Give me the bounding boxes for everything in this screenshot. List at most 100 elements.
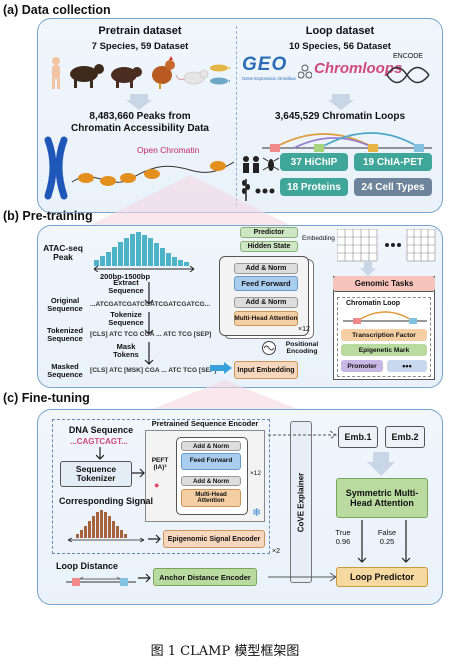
pretrain-peaks: 8,483,660 Peaks from (89, 111, 191, 122)
input-embedding-box: Input Embedding (234, 361, 298, 379)
chromloops-logo: Chromloops (314, 60, 403, 77)
loop-distance-icon (66, 576, 136, 586)
dna-label: DNA Sequence (68, 425, 134, 435)
geo-logo-text: GEO (242, 54, 288, 75)
loop-title: Loop dataset (305, 25, 375, 37)
ft-add-norm-top: Add & Norm (181, 441, 241, 451)
ft-feed-forward-box: Feed Forward (181, 453, 241, 470)
sequence-tokenizer-box: Sequence Tokenizer (60, 461, 132, 487)
chicken-icon (152, 56, 175, 89)
cove-explainer-box: CoVE Explainer (290, 421, 312, 583)
chromosome-illustration (44, 136, 235, 200)
encode-logo-text: ENCODE (393, 53, 423, 60)
pretrain-title: Pretrain dataset (98, 25, 182, 37)
masked-label: Masked Sequence (47, 362, 83, 379)
task-more: ••• (387, 360, 427, 372)
loop-distance-label: Loop Distance (56, 561, 119, 571)
ellipsis-icon (255, 188, 275, 194)
pretrain-peaks-line2: Chromatin Accessibility Data (70, 123, 209, 134)
atac-peak-histogram (94, 232, 189, 266)
ft-multi-head-attention-box: Multi-Head Attention (181, 489, 241, 507)
geo-logo: GEO Gene Expression Omnibus (242, 54, 298, 81)
atac-label: ATAC-seq Peak (43, 243, 83, 262)
molecule-icon (298, 64, 312, 79)
true-label: True (335, 528, 351, 537)
multi-head-attention-box: Multi-Head Attention (234, 311, 298, 326)
histogram-bars (94, 232, 189, 266)
original-label: Original Sequence (47, 296, 83, 313)
panel-divider (236, 26, 237, 206)
tokenized-sequence: [CLS] ATC TCG CGA ... ATC TCG [SEP] (90, 331, 212, 338)
add-norm-top: Add & Norm (234, 263, 298, 274)
stat-hichip: 37 HiChIP (280, 153, 348, 171)
chromatin-loop-icon (343, 311, 427, 324)
loop-predictor-box: Loop Predictor (336, 567, 428, 587)
geo-logo-subtitle: Gene Expression Omnibus (242, 76, 296, 81)
predictor-box: Predictor (240, 227, 298, 238)
task-promoter: Promoter (341, 360, 383, 372)
task-transcription-factor: Transcription Factor (341, 329, 427, 341)
false-label: False (377, 528, 397, 537)
matrix-ellipsis (385, 243, 401, 247)
tokenize-label: Tokenize Sequence (108, 310, 144, 327)
signal-to-encoder-arrow (148, 534, 161, 544)
false-value: 0.25 (379, 537, 395, 546)
loop-arcs-illustration (262, 132, 432, 152)
stat-proteins: 18 Proteins (280, 178, 348, 196)
prediction-arrows (357, 520, 411, 563)
emb1-box: Emb.1 (338, 426, 378, 448)
extract-label: Extract Sequence (108, 278, 144, 295)
cattle-icon (70, 64, 104, 88)
to-tasks-arrow (360, 262, 376, 276)
distance-to-encoder-arrow (138, 573, 151, 583)
snowflake-icon: ❄ (252, 507, 262, 519)
zoom-cone-b-c (150, 380, 300, 410)
open-chromatin-label: Open Chromatin (137, 145, 200, 155)
flame-icon: ● (154, 480, 160, 490)
to-attention-arrow (367, 452, 395, 476)
signal-bars (76, 510, 127, 538)
pretrain-subtitle: 7 Species, 59 Dataset (91, 41, 189, 52)
bp-range-arrow (93, 266, 195, 272)
ft-add-norm-bottom: Add & Norm (181, 476, 241, 486)
encode-helix-icon (386, 66, 430, 84)
encoder-repeat-label: ×12 (298, 326, 310, 333)
explainer-connectors (268, 430, 337, 582)
human-icon (52, 57, 60, 89)
embedding-matrix (337, 229, 436, 262)
zoom-cone-a-b (90, 175, 290, 225)
symmetric-attention-box: Symmetric Multi-Head Attention (336, 478, 428, 518)
task-epigenetic-mark: Epigenetic Mark (341, 344, 427, 356)
hidden-state-box: Hidden State (240, 241, 298, 252)
to-input-arrow (210, 362, 232, 374)
epigenomic-encoder-box: Epigenomic Signal Encoder (163, 530, 265, 548)
bp-range-label: 200bp-1500bp (100, 272, 151, 281)
original-sequence: ...ATCGATCGATCGATCGATCGATCG... (90, 301, 211, 308)
fish-icon (210, 64, 230, 85)
mouse-icon (175, 69, 209, 85)
figure-caption: 图 1 CLAMP 模型框架图 (150, 644, 300, 659)
add-norm-bottom: Add & Norm (234, 297, 298, 308)
encode-logo: ENCODE (385, 53, 431, 93)
tokenized-label: Tokenized Sequence (46, 326, 84, 343)
true-value: 0.96 (335, 537, 351, 546)
peft-label: PEFT (IA)³ (151, 457, 169, 471)
tokenizer-to-peft-arrow (132, 468, 145, 478)
masked-sequence: [CLS] ATC [MSK] CGA ... ATC TCG [SEP] (90, 367, 217, 374)
positional-encoding-label: Positional Encoding (285, 341, 319, 356)
task-chromatin-loop: Chromatin Loop (346, 300, 401, 307)
pig-icon (111, 67, 142, 88)
loops-count: 3,645,529 Chromatin Loops (274, 111, 406, 122)
down-arrow-loop (328, 94, 354, 110)
stat-chiapet: 19 ChIA-PET (354, 153, 432, 171)
signal-label: Corresponding Signal (58, 496, 153, 506)
pretrained-encoder-title: Pretrained Sequence Encoder (151, 419, 259, 428)
signal-histogram (67, 510, 145, 542)
tasks-dashed-box (337, 297, 431, 377)
dna-sequence: ...CAGTCAGT... (70, 437, 128, 446)
anchor-distance-encoder-box: Anchor Distance Encoder (153, 568, 257, 586)
down-arrow-pretrain (126, 94, 152, 110)
ft-encoder-repeat-label: ×12 (250, 470, 262, 477)
species-icons (52, 56, 230, 89)
organism-icons (242, 156, 280, 201)
